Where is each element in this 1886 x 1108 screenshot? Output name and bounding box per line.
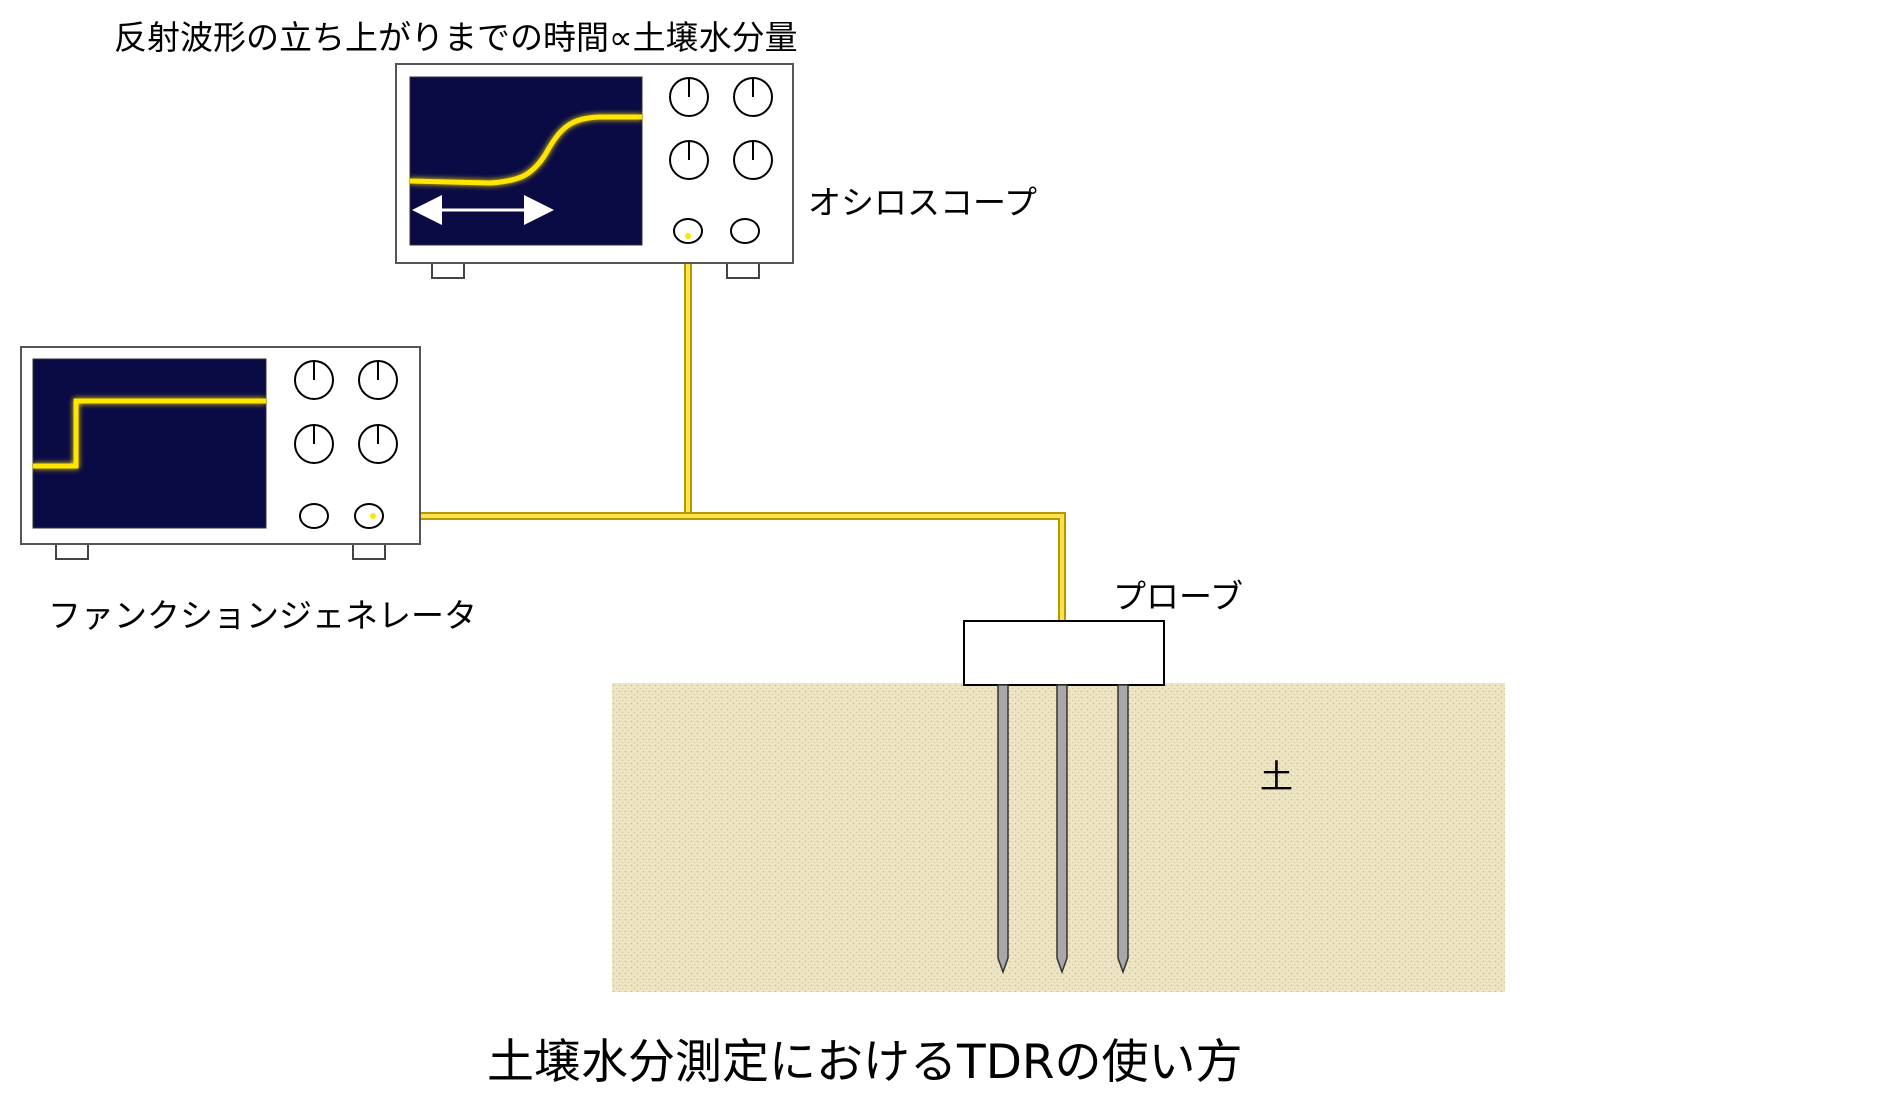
oscilloscope-port-connected bbox=[673, 218, 703, 244]
probe-head bbox=[963, 620, 1165, 686]
oscilloscope-foot-left bbox=[431, 262, 465, 279]
generator-foot-right bbox=[352, 543, 386, 560]
probe-rod bbox=[997, 684, 1129, 975]
function-generator bbox=[20, 346, 421, 560]
oscilloscope bbox=[395, 63, 794, 279]
generator-screen bbox=[32, 358, 267, 529]
oscilloscope-screen bbox=[409, 76, 643, 246]
step-waveform bbox=[33, 398, 266, 469]
generator-port-connected bbox=[354, 503, 384, 529]
probe-label: プローブ bbox=[1113, 577, 1244, 616]
reflected-waveform bbox=[409, 114, 642, 186]
oscilloscope-port bbox=[730, 218, 760, 244]
generator-foot-left bbox=[55, 543, 89, 560]
oscilloscope-label: オシロスコープ bbox=[808, 183, 1038, 222]
function-generator-label: ファンクションジェネレータ bbox=[48, 596, 477, 635]
oscilloscope-caption: 反射波形の立ち上がりまでの時間∝土壌水分量 bbox=[114, 18, 798, 57]
oscilloscope-foot-right bbox=[726, 262, 760, 279]
probe bbox=[963, 620, 1165, 975]
cable bbox=[373, 236, 1066, 620]
diagram-title: 土壌水分測定におけるTDRの使い方 bbox=[487, 1035, 1243, 1090]
knob-icon bbox=[669, 77, 773, 180]
knob-icon bbox=[294, 360, 398, 464]
soil-label: 土 bbox=[1260, 757, 1293, 796]
generator-port bbox=[299, 503, 329, 529]
